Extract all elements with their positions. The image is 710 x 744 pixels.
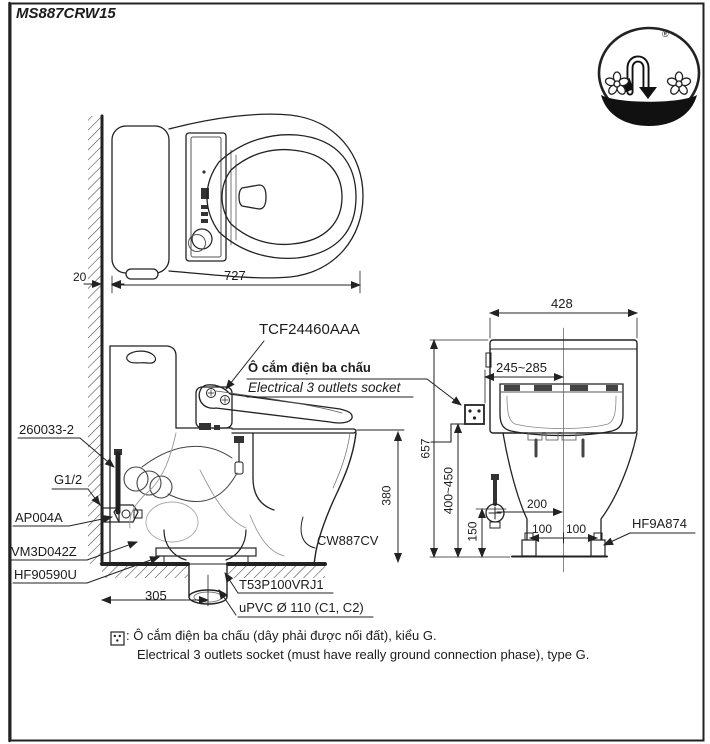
flower-right-icon <box>666 71 692 95</box>
part-label-connector: VM3D042Z <box>11 544 77 559</box>
dimension-seat-height: 380 <box>379 485 394 506</box>
dimension-bolt-left: 100 <box>532 522 553 536</box>
part-label-drain-pipe: uPVC Ø 110 (C1, C2) <box>239 600 364 615</box>
dimension-total-length: 727 <box>224 268 246 283</box>
page-border <box>8 1 705 743</box>
dimension-tank-width: 428 <box>551 296 573 311</box>
socket-note-vietnamese: Ô cắm điện ba chấu <box>248 360 371 375</box>
part-label-seat-unit: TCF24460AAA <box>259 321 360 338</box>
part-label-thread: G1/2 <box>54 472 83 487</box>
dimension-socket-offset: 245~285 <box>496 360 547 375</box>
dimension-total-height: 657 <box>418 438 433 459</box>
water-saving-logo-icon <box>597 26 701 126</box>
footnote-socket-icon <box>110 631 125 646</box>
footnote-english: Electrical 3 outlets socket (must have r… <box>137 647 590 662</box>
power-socket-icon <box>464 404 485 425</box>
part-label-supply-pipe: 260033-2 <box>19 422 74 437</box>
registered-mark: ® <box>662 29 669 39</box>
part-label-hose: HF90590U <box>14 567 77 582</box>
rear-view-dimensions <box>429 309 696 558</box>
control-panel-icons <box>201 170 209 223</box>
trapway-internals <box>129 432 285 557</box>
page-title: MS887CRW15 <box>16 5 116 22</box>
dimension-valve-offset: 200 <box>527 497 548 511</box>
part-label-flange: T53P100VRJ1 <box>239 577 324 592</box>
flower-left-icon <box>604 71 630 95</box>
socket-note-english: Electrical 3 outlets socket <box>248 380 401 395</box>
rear-view-drawing <box>430 327 638 573</box>
top-view-dimensions <box>83 270 361 294</box>
part-label-bowl: CW887CV <box>317 533 379 548</box>
water-inlet-detail <box>199 423 244 475</box>
part-label-bolt-cap: HF9A874 <box>632 516 687 531</box>
dimension-bolt-right: 100 <box>566 522 587 536</box>
side-view-callouts <box>9 340 462 618</box>
seat-fixing-bolts <box>527 432 585 458</box>
side-view-drawing <box>102 345 405 605</box>
wall-section <box>88 114 327 578</box>
seat-band-marks <box>504 385 618 391</box>
top-view-drawing <box>111 113 364 280</box>
dimension-wall-gap: 20 <box>73 270 87 284</box>
dimension-valve-height: 150 <box>465 521 480 542</box>
part-label-stop-valve: AP004A <box>15 510 63 525</box>
supply-valve-assembly <box>102 445 238 523</box>
rear-valve <box>485 474 505 529</box>
dimension-drain-setout: 305 <box>145 588 167 603</box>
dimension-socket-height: 400~450 <box>441 467 456 515</box>
lid-hinge-marks <box>206 388 230 405</box>
footnote-vietnamese: : Ô cắm điện ba chấu (dây phải được nối … <box>126 628 437 643</box>
